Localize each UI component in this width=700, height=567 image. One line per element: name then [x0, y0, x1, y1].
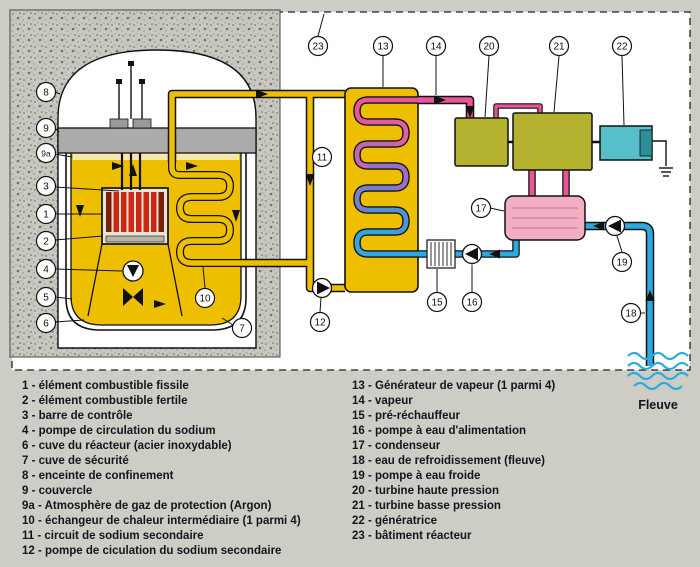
cooling-water-pipe — [585, 221, 655, 366]
feedwater-pump — [461, 243, 483, 265]
svg-text:9: 9 — [43, 124, 49, 135]
svg-text:12: 12 — [314, 318, 326, 329]
svg-text:22: 22 — [616, 42, 628, 53]
svg-text:2: 2 — [43, 237, 49, 248]
svg-text:19: 19 — [616, 258, 628, 269]
lp-turbine — [512, 112, 593, 171]
svg-text:20: 20 — [483, 42, 495, 53]
legend-right-column: 13 - Générateur de vapeur (1 parmi 4) 14… — [352, 379, 555, 544]
legend-item-9a: 9a - Atmosphère de gaz de protection (Ar… — [22, 500, 272, 512]
generator — [599, 125, 673, 177]
callout-23: 23 — [307, 13, 329, 57]
reactor-diagram: Fleuve 8 9 9a 3 1 2 4 5 6 7 10 11 12 23 … — [9, 9, 691, 412]
callout-7: 7 — [221, 317, 253, 339]
intermediate-heat-exchanger — [168, 153, 241, 267]
callout-22: 22 — [611, 35, 633, 126]
svg-text:11: 11 — [317, 153, 328, 164]
callout-2: 2 — [35, 230, 104, 252]
legend-item-19: 19 - pompe à eau froide — [352, 470, 481, 482]
steam-generator — [344, 87, 419, 293]
callout-10: 10 — [194, 266, 216, 309]
callout-4: 4 — [35, 258, 123, 280]
svg-text:7: 7 — [239, 324, 245, 335]
condenser — [504, 195, 586, 241]
svg-text:13: 13 — [377, 42, 389, 53]
svg-text:23: 23 — [312, 42, 324, 53]
svg-text:5: 5 — [43, 293, 49, 304]
legend-item-13: 13 - Générateur de vapeur (1 parmi 4) — [352, 380, 556, 392]
legend-item-17: 17 - condenseur — [352, 440, 441, 452]
legend-item-3: 3 - barre de contrôle — [22, 410, 133, 422]
river-label: Fleuve — [638, 398, 678, 412]
callout-5: 5 — [35, 286, 73, 308]
legend-item-18: 18 - eau de refroidissement (fleuve) — [352, 455, 546, 467]
callout-9: 9 — [35, 117, 60, 139]
callout-1: 1 — [35, 203, 103, 225]
argon-gas-layer — [73, 153, 239, 160]
legend-item-10: 10 - échangeur de chaleur intermédiaire … — [22, 515, 301, 527]
legend-item-20: 20 - turbine haute pression — [352, 485, 499, 497]
legend-item-16: 16 - pompe à eau d'alimentation — [352, 425, 526, 437]
reactor-lid — [57, 127, 257, 154]
primary-sodium-pump — [87, 243, 183, 317]
callout-21: 21 — [548, 35, 570, 113]
callout-16: 16 — [461, 264, 483, 313]
svg-text:3: 3 — [43, 182, 49, 193]
secondary-sodium-pipes — [167, 89, 345, 293]
legend-item-21: 21 - turbine basse pression — [352, 500, 501, 512]
callouts: 8 9 9a 3 1 2 4 5 6 7 10 11 12 23 13 14 2… — [35, 13, 645, 339]
reactor-lid-group — [57, 61, 257, 154]
callout-9a: 9a — [35, 142, 73, 164]
legend-item-14: 14 - vapeur — [352, 395, 413, 407]
legend-item-23: 23 - bâtiment réacteur — [352, 530, 472, 542]
svg-text:21: 21 — [553, 42, 565, 53]
callout-19: 19 — [611, 235, 633, 273]
svg-text:4: 4 — [43, 265, 49, 276]
legend-left-column: 1 - élément combustible fissile 2 - élém… — [22, 379, 301, 559]
callout-8: 8 — [35, 81, 61, 103]
callout-12: 12 — [309, 297, 331, 333]
svg-text:6: 6 — [43, 319, 49, 330]
callout-3: 3 — [35, 175, 120, 197]
safety-vessel — [65, 152, 247, 331]
svg-text:16: 16 — [466, 298, 478, 309]
svg-text:17: 17 — [475, 204, 487, 215]
river — [627, 351, 689, 391]
legend-item-12: 12 - pompe de ciculation du sodium secon… — [22, 545, 282, 557]
legend-item-7: 7 - cuve de sécurité — [22, 455, 129, 467]
legend-item-11: 11 - circuit de sodium secondaire — [22, 530, 204, 542]
callout-6: 6 — [35, 312, 85, 334]
callout-18: 18 — [620, 302, 645, 324]
legend-item-6: 6 - cuve du réacteur (acier inoxydable) — [22, 440, 232, 452]
legend-item-8: 8 - enceinte de confinement — [22, 470, 174, 482]
steam-pipes — [418, 95, 570, 196]
callout-20: 20 — [478, 35, 500, 118]
svg-text:10: 10 — [199, 294, 211, 305]
sodium-flow-arrows — [76, 162, 240, 308]
callout-14: 14 — [425, 35, 447, 95]
hp-turbine — [454, 117, 509, 167]
callout-13: 13 — [372, 35, 394, 87]
svg-text:18: 18 — [625, 309, 637, 320]
fuel-assembly — [101, 187, 169, 245]
svg-text:14: 14 — [430, 42, 442, 53]
legend-item-9: 9 - couvercle — [22, 485, 93, 497]
legend-item-2: 2 - élément combustible fertile — [22, 395, 188, 407]
legend-item-4: 4 - pompe de circulation du sodium — [22, 425, 216, 437]
callout-17: 17 — [470, 197, 505, 219]
svg-text:8: 8 — [43, 88, 49, 99]
svg-text:9a: 9a — [41, 149, 51, 159]
callout-15: 15 — [426, 269, 448, 313]
svg-text:1: 1 — [43, 210, 49, 221]
svg-text:15: 15 — [431, 298, 443, 309]
legend-item-22: 22 - génératrice — [352, 515, 438, 527]
preheater — [426, 239, 456, 269]
cold-water-pump — [604, 215, 626, 237]
callout-11: 11 — [311, 146, 333, 168]
secondary-sodium-pump — [311, 277, 333, 299]
legend-item-1: 1 - élément combustible fissile — [22, 380, 189, 392]
legend-item-15: 15 - pré-réchauffeur — [352, 410, 461, 422]
